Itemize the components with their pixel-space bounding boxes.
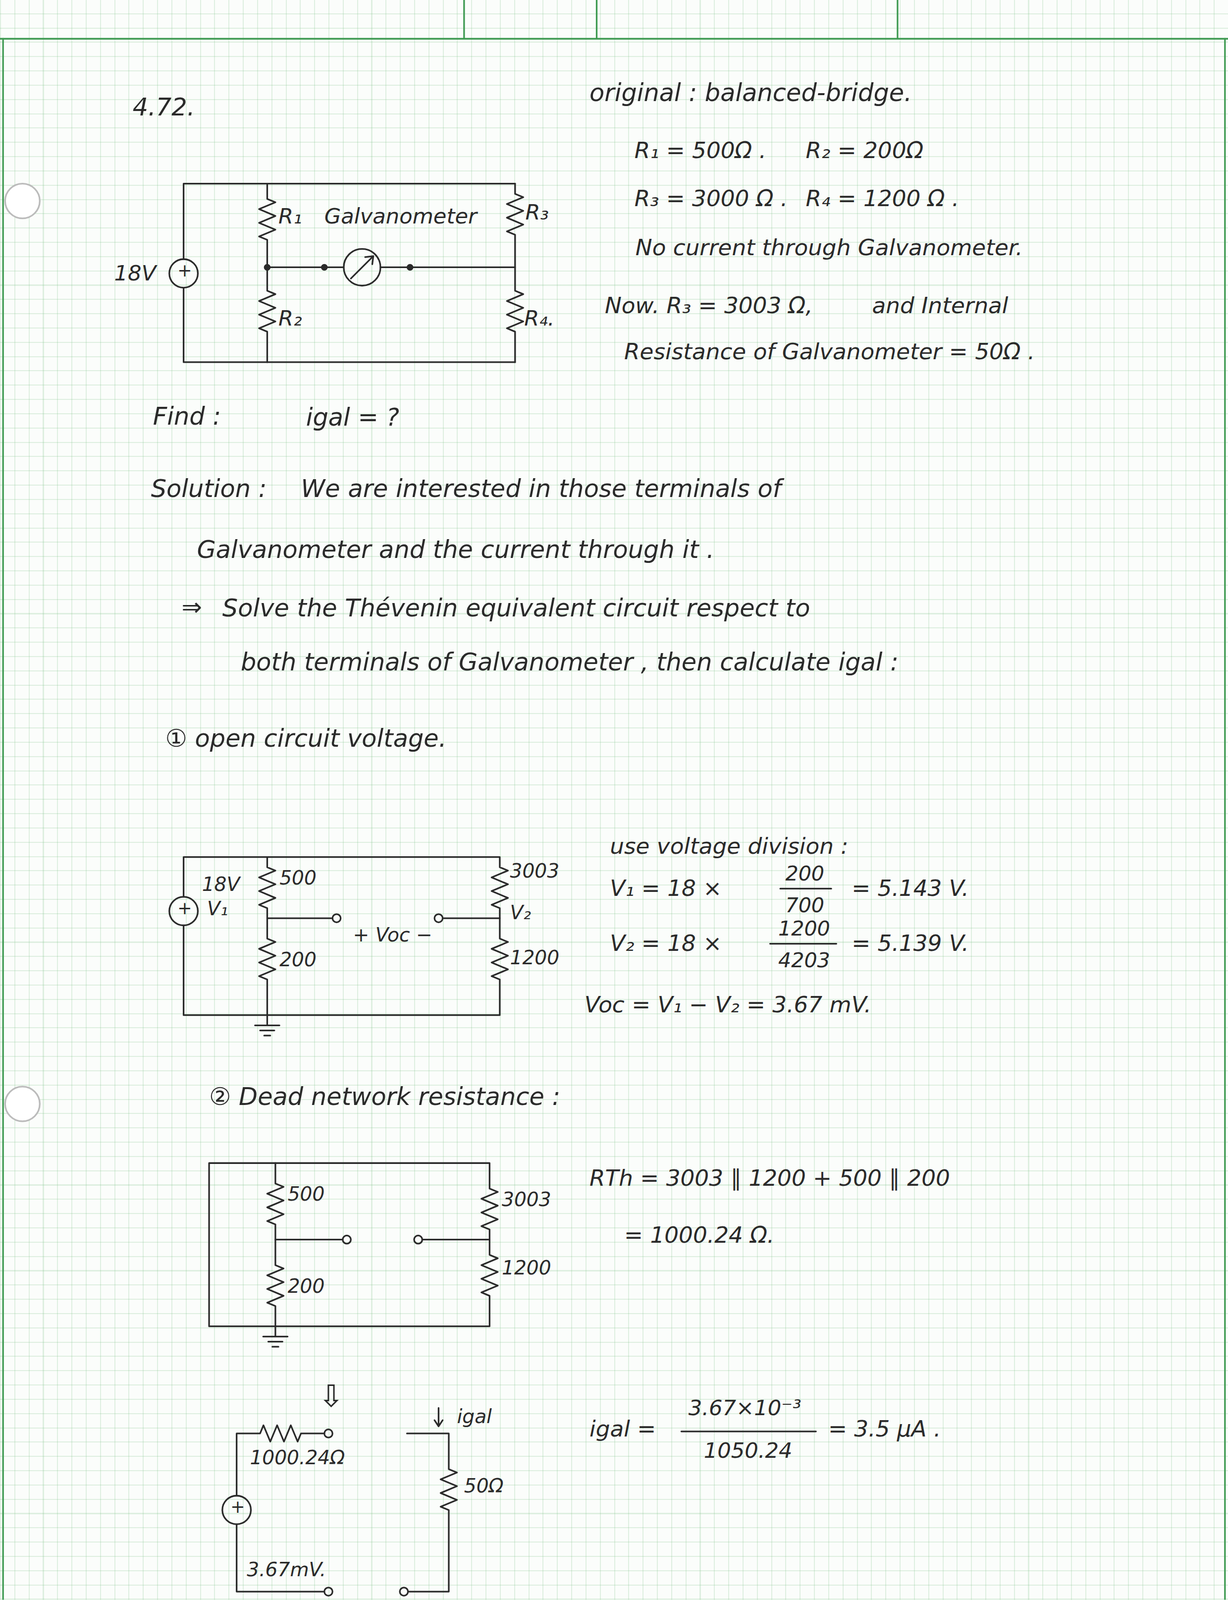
resistor-label: R₂: [278, 306, 302, 331]
note-text: Solution :: [151, 475, 267, 504]
resistor-label: 200: [279, 948, 317, 971]
problem-number: 4.72.: [132, 93, 196, 122]
source-label: 18V: [114, 261, 157, 286]
equation: igal =: [589, 1415, 656, 1442]
component-label: Galvanometer: [324, 204, 478, 229]
equation: = 5.139 V.: [851, 930, 969, 957]
resistor-label: 500: [279, 866, 317, 890]
equation: 3.67×10⁻³: [688, 1395, 802, 1421]
note-text: igal = ?: [306, 403, 400, 432]
polarity-sign: +: [177, 261, 192, 281]
terminal-label: + Voc −: [352, 923, 432, 947]
equation: 1200: [778, 916, 831, 941]
polarity-sign: +: [230, 1497, 245, 1518]
given-value: R₄ = 1200 Ω .: [805, 185, 960, 212]
equation: V₁ = 18 ×: [609, 875, 722, 902]
arrow-symbol: ⇩: [318, 1379, 344, 1415]
resistor-label: R₄.: [524, 306, 555, 331]
source-label: 18V: [202, 873, 241, 896]
note-text: original : balanced-bridge.: [589, 79, 912, 108]
source-label: 3.67mV.: [246, 1558, 326, 1581]
equation: 4203: [778, 948, 831, 972]
equation: = 5.143 V.: [851, 875, 969, 902]
note-text: Solve the Thévenin equivalent circuit re…: [222, 594, 811, 623]
given-value: R₁ = 500Ω .: [634, 137, 767, 164]
equation: = 1000.24 Ω.: [624, 1222, 775, 1248]
equation: Voc = V₁ − V₂ = 3.67 mV.: [584, 991, 872, 1017]
resistor-label: 500: [287, 1182, 325, 1206]
equation: RTh = 3003 ∥ 1200 + 500 ∥ 200: [589, 1164, 951, 1191]
equation: 700: [785, 893, 825, 917]
resistor-label: 1000.24Ω: [249, 1446, 345, 1469]
node-label: V₂: [510, 901, 532, 924]
equation: 200: [785, 861, 825, 886]
equation: = 3.5 μA .: [828, 1415, 941, 1442]
resistor-label: 50Ω: [464, 1474, 504, 1497]
note-text: Now. R₃ = 3003 Ω,: [604, 292, 813, 319]
note-text: and Internal: [871, 292, 1009, 319]
step-heading: ① open circuit voltage.: [165, 725, 447, 754]
equation: 1050.24: [703, 1438, 793, 1463]
note-text: Galvanometer and the current through it …: [196, 536, 715, 565]
note-text: No current through Galvanometer.: [635, 234, 1023, 261]
arrow-symbol: ⇒: [181, 593, 203, 622]
equation: V₂ = 18 ×: [609, 930, 722, 957]
note-text: Find :: [153, 402, 221, 431]
note-text: We are interested in those terminals of: [300, 475, 782, 504]
polarity-sign: +: [177, 898, 192, 919]
given-value: R₃ = 3000 Ω .: [634, 185, 788, 212]
resistor-label: 3003: [510, 859, 560, 883]
given-value: R₂ = 200Ω: [805, 137, 924, 164]
note-text: use voltage division :: [609, 833, 849, 859]
step-heading: ② Dead network resistance :: [209, 1083, 561, 1112]
note-text: Resistance of Galvanometer = 50Ω .: [624, 338, 1035, 365]
resistor-label: 1200: [510, 946, 560, 969]
resistor-label: R₃: [525, 200, 549, 225]
note-text: both terminals of Galvanometer , then ca…: [240, 648, 899, 678]
current-label: igal: [456, 1405, 492, 1428]
resistor-label: 3003: [501, 1188, 552, 1211]
resistor-label: R₁: [278, 204, 302, 229]
resistor-label: 1200: [501, 1256, 552, 1280]
resistor-label: 200: [287, 1275, 325, 1298]
node-label: V₁: [207, 897, 228, 920]
